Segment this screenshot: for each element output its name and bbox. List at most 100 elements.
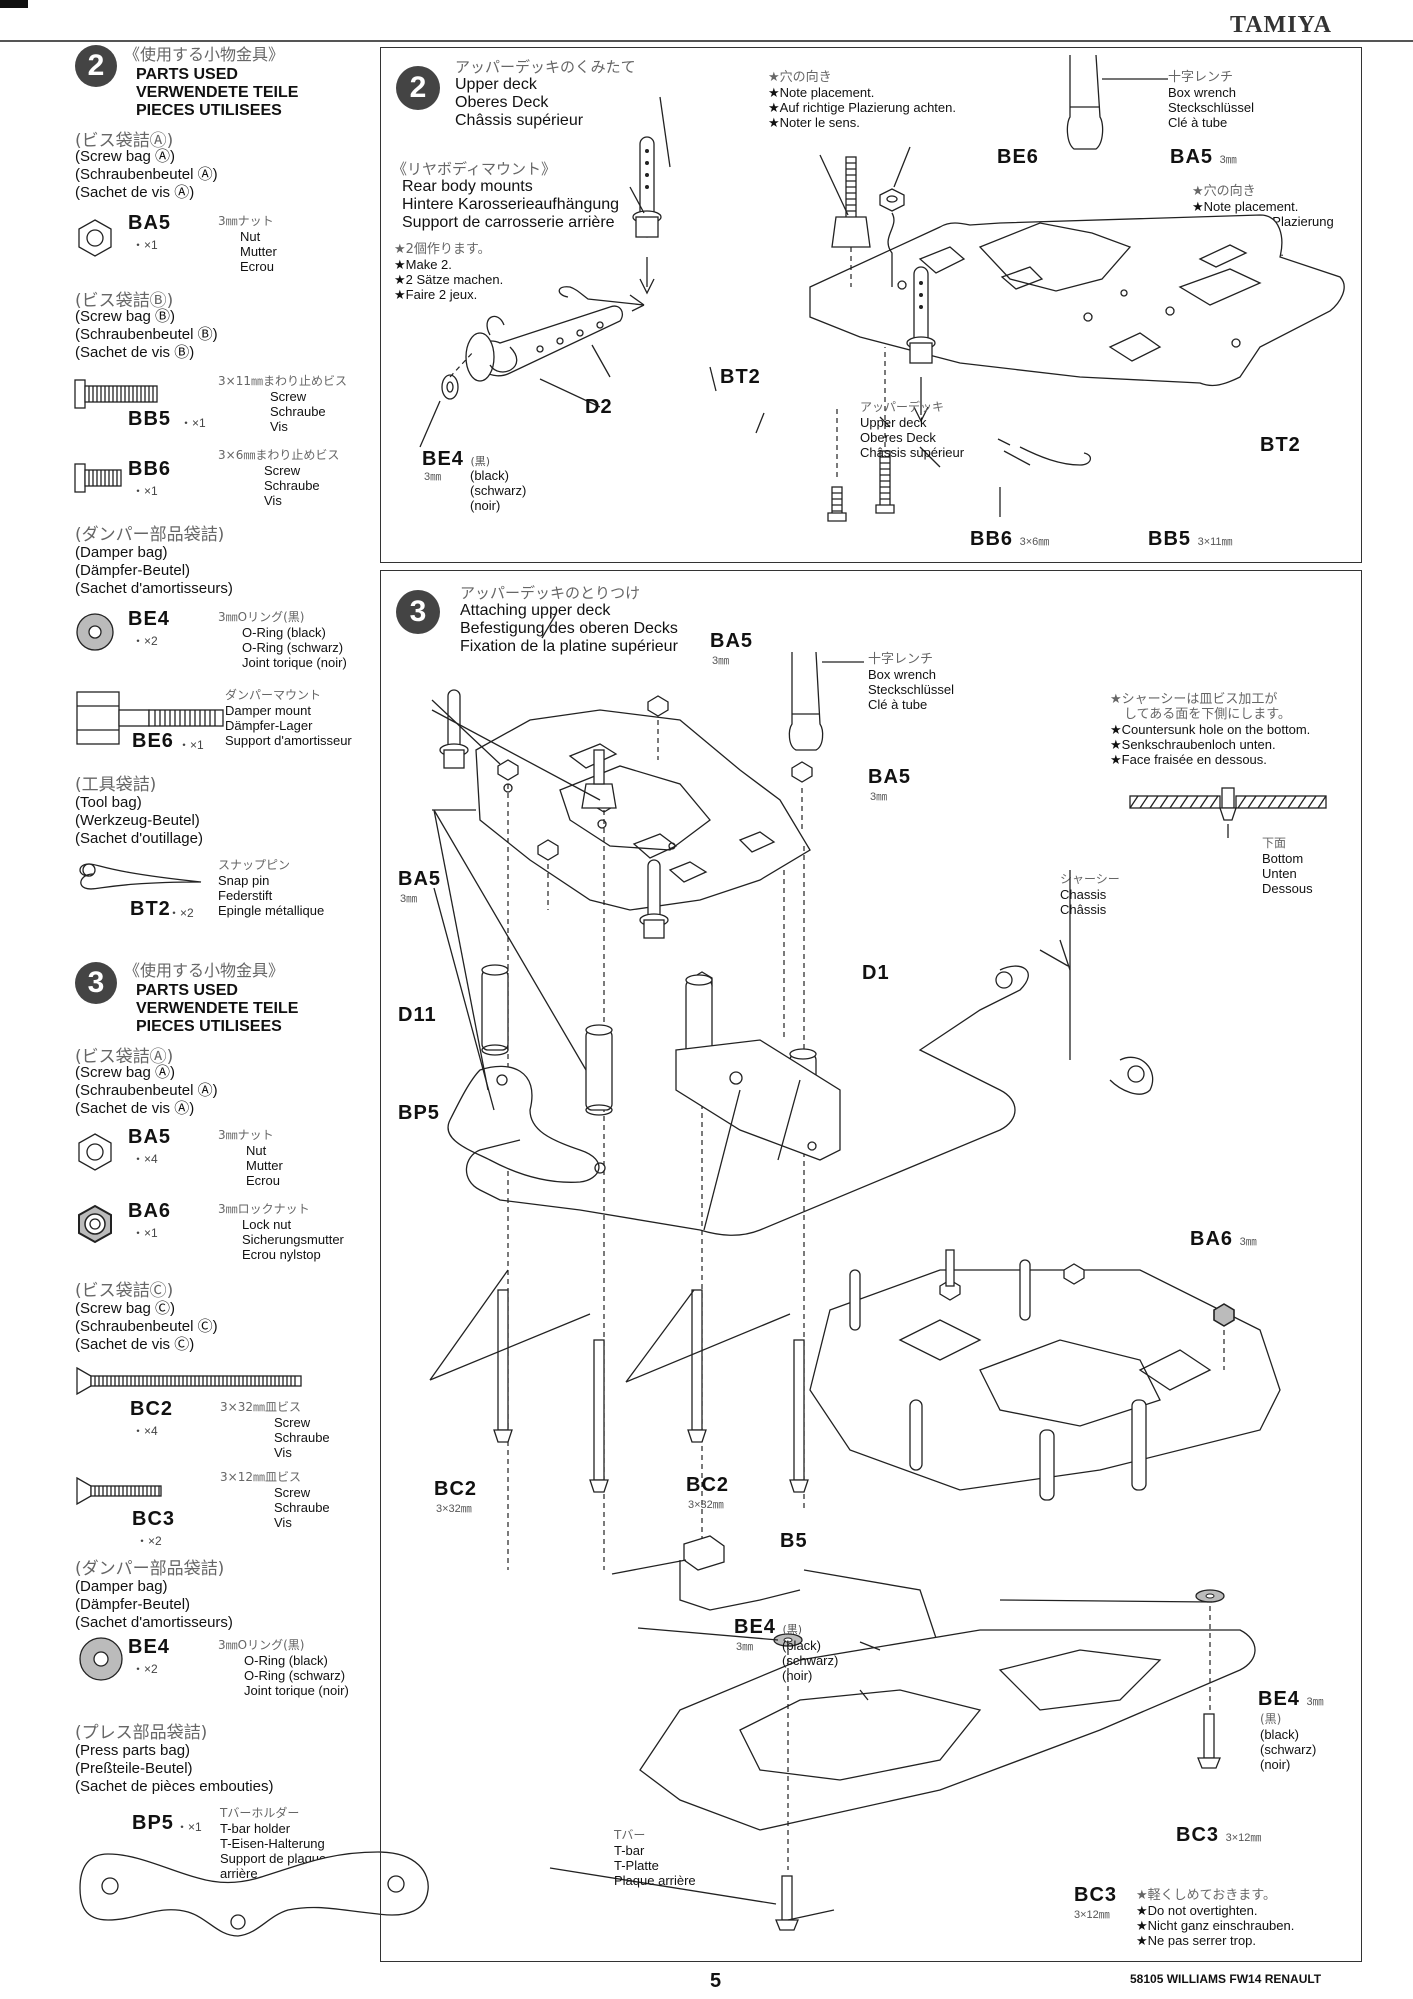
step2-placement-note: ★穴の向き ★Note placement. ★Auf richtige Pla…	[768, 70, 956, 130]
step3-bc3-bottom-size: 3×12㎜	[1074, 1909, 1110, 1921]
screw-bb6-icon	[74, 463, 122, 493]
step2-rear-mounts: 《リヤボディマウント》 Rear body mounts Hintere Kar…	[392, 160, 620, 231]
step3-bc3-right-label: BC3 3×12㎜	[1176, 1824, 1262, 1846]
step3-bc2-left-label: BC2	[434, 1478, 478, 1500]
footer-model: 58105 WILLIAMS FW14 RENAULT	[1130, 1972, 1322, 1986]
screw-bc3-icon	[76, 1476, 162, 1506]
step3-be4-right-label: BE4 3㎜	[1258, 1688, 1324, 1710]
s3-bc3-code: BC3	[132, 1508, 176, 1530]
s3-bagA-jp: (ビス袋詰Ⓐ)	[75, 1047, 174, 1067]
s2-bagB-de: (Schraubenbeutel Ⓑ)	[75, 326, 218, 343]
step2-diagram	[419, 54, 1345, 522]
s3-bc3-qty: ・×2	[136, 1534, 162, 1548]
step3-tighten-note: ★軽くしめておきます。 ★Do not overtighten. ★Nicht …	[1136, 1888, 1295, 1948]
s3-parts-de: VERWENDETE TEILE	[136, 1000, 299, 1017]
s2-bagD-fr: (Sachet d'amortisseurs)	[75, 580, 233, 597]
o-ring-icon	[76, 613, 114, 651]
s3-ba6-code: BA6	[128, 1200, 172, 1222]
s2-parts-en: PARTS USED	[136, 66, 238, 83]
s2-ba5-code: BA5	[128, 212, 172, 234]
s2-bt2-code: BT2	[130, 898, 171, 920]
s3-bagP-en: (Press parts bag)	[75, 1742, 191, 1759]
s3-bc3-desc: 3×12㎜皿ビス Screw Schraube Vis	[220, 1470, 330, 1530]
s2-bagA-fr: (Sachet de vis Ⓐ)	[75, 184, 195, 201]
page-number: 5	[710, 1970, 722, 1992]
step2-number: 2	[396, 66, 440, 110]
s2-bagB-en: (Screw bag Ⓑ)	[75, 308, 176, 325]
s3-bagP-de: (Preßteile-Beutel)	[75, 1760, 193, 1777]
s3-bc2-qty: ・×4	[132, 1424, 158, 1438]
s2-bagT-fr: (Sachet d'outillage)	[75, 830, 203, 847]
damper-mount-icon	[76, 691, 224, 745]
step3-bp5-label: BP5	[398, 1102, 440, 1124]
s3-parts-en: PARTS USED	[136, 982, 238, 999]
o-ring-icon	[79, 1637, 123, 1681]
header-rule	[0, 40, 1413, 42]
step3-title: アッパーデッキのとりつけ Attaching upper deck Befest…	[460, 584, 678, 655]
step3-ba5-right-label: BA5	[868, 766, 912, 788]
s3-bc2-code: BC2	[130, 1398, 174, 1420]
step3-d11-label: D11	[398, 1004, 437, 1026]
s3-bagD-en: (Damper bag)	[75, 1578, 168, 1595]
step3-tbar-label: Tバー T-bar T-Platte Plaque arrière	[614, 1828, 696, 1888]
step3-bc2-right-label: BC2	[686, 1474, 730, 1496]
s3-be4-desc: 3㎜Oリング(黒) O-Ring (black) O-Ring (schwarz…	[218, 1638, 349, 1698]
step3-b5-label: B5	[780, 1530, 808, 1552]
step2-title: アッパーデッキのくみたて Upper deck Oberes Deck Châs…	[455, 58, 636, 129]
s3-ba5-desc: 3㎜ナット Nut Mutter Ecrou	[218, 1128, 283, 1188]
step3-ba5-right-size: 3㎜	[870, 791, 888, 803]
s2-be6-code: BE6	[132, 730, 174, 752]
s2-bb5-code: BB5	[128, 408, 172, 430]
s2-be4-desc: 3㎜Oリング(黒) O-Ring (black) O-Ring (schwarz…	[218, 610, 347, 670]
s3-bagC-fr: (Sachet de vis Ⓒ)	[75, 1336, 195, 1353]
s2-bt2-desc: スナップピン Snap pin Federstift Epingle métal…	[218, 858, 325, 918]
brand-logo: TAMIYA	[1230, 12, 1333, 38]
s2-bagD-de: (Dämpfer-Beutel)	[75, 562, 191, 579]
countersunk-detail	[1129, 787, 1327, 838]
step2-be6-label: BE6	[997, 146, 1039, 168]
t-bar-holder-icon	[79, 1851, 429, 1937]
step2-be4-desc: (black) (schwarz) (noir)	[470, 468, 527, 513]
s2-bagA-de: (Schraubenbeutel Ⓐ)	[75, 166, 218, 183]
step3-ba5-left-size: 3㎜	[400, 893, 418, 905]
step3-be4-left-label: BE4 (黒)	[734, 1616, 803, 1638]
corner-mark	[0, 0, 28, 8]
s2-bagT-en: (Tool bag)	[75, 794, 142, 811]
s2-bagD-en: (Damper bag)	[75, 544, 168, 561]
step3-bc2-left-size: 3×32㎜	[436, 1503, 472, 1515]
step3-diagram	[429, 613, 1281, 1931]
s2-bagD-jp: (ダンパー部品袋詰)	[75, 525, 225, 545]
s3-ba5-code: BA5	[128, 1126, 172, 1148]
step3-d1-label: D1	[862, 962, 890, 984]
step3-countersunk-note: ★シャーシーは皿ビス加工が してある面を下側にします。 ★Countersunk…	[1110, 692, 1311, 767]
step2-panel	[380, 47, 1362, 563]
s3-bagA-fr: (Sachet de vis Ⓐ)	[75, 1100, 195, 1117]
step3-ba5-top-label: BA5	[710, 630, 754, 652]
step3-parts-number: 3	[75, 962, 117, 1004]
s3-bagC-de: (Schraubenbeutel Ⓒ)	[75, 1318, 218, 1335]
s3-parts-jp: 《使用する小物金具》	[124, 961, 285, 980]
step3-be4-left-desc: (black) (schwarz) (noir)	[782, 1638, 839, 1683]
step3-chassis-label: シャーシー Chassis Châssis	[1060, 872, 1120, 917]
s2-parts-de: VERWENDETE TEILE	[136, 84, 299, 101]
step3-ba5-top-size: 3㎜	[712, 655, 730, 667]
step3-ba6-label: BA6 3㎜	[1190, 1228, 1257, 1250]
s2-parts-fr: PIECES UTILISEES	[136, 102, 282, 119]
s2-be6-qty: ・×1	[178, 738, 204, 752]
s2-bagB-fr: (Sachet de vis Ⓑ)	[75, 344, 195, 361]
s2-bb6-desc: 3×6㎜まわり止めビス Screw Schraube Vis	[218, 448, 340, 508]
s2-bagT-de: (Werkzeug-Beutel)	[75, 812, 200, 829]
step3-bc2-right-size: 3×32㎜	[688, 1499, 724, 1511]
s2-bb6-code: BB6	[128, 458, 172, 480]
s3-bagA-en: (Screw bag Ⓐ)	[75, 1064, 176, 1081]
step2-bt2-left-label: BT2	[720, 366, 761, 388]
s3-bagC-en: (Screw bag Ⓒ)	[75, 1300, 176, 1317]
step3-be4-right-desc: (黒) (black) (schwarz) (noir)	[1260, 1712, 1317, 1772]
step3-number: 3	[396, 590, 440, 634]
step3-bottom-label: 下面 Bottom Unten Dessous	[1262, 836, 1313, 896]
s3-bagP-jp: (プレス部品袋詰)	[75, 1723, 208, 1743]
step2-bb5-label: BB5 3×11㎜	[1148, 528, 1233, 550]
step2-be4-label: BE4 (黒)	[422, 448, 491, 470]
s3-bp5-qty: ・×1	[176, 1820, 202, 1834]
s2-bagA-en: (Screw bag Ⓐ)	[75, 148, 176, 165]
